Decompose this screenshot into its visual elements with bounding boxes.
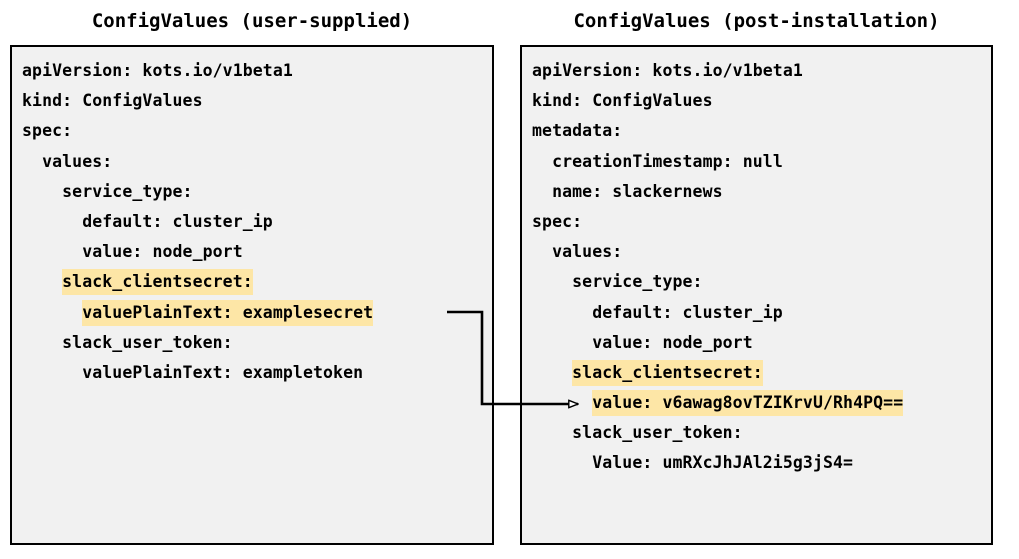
code-indent [532,182,552,201]
right-panel-title: ConfigValues (post-installation) [573,10,940,32]
code-line: slack_user_token: [532,418,987,448]
code-indent [532,333,592,352]
code-indent [532,303,592,322]
code-line: apiVersion: kots.io/v1beta1 [532,56,987,86]
code-line: slack_clientsecret: [22,267,488,297]
code-indent [22,152,42,171]
code-text: apiVersion: kots.io/v1beta1 [22,61,293,80]
code-line: apiVersion: kots.io/v1beta1 [22,56,488,86]
code-text: value: node_port [82,242,243,262]
code-line: kind: ConfigValues [22,86,488,116]
code-line: slack_clientsecret: [532,358,987,388]
code-indent [532,152,552,171]
right-config-panel: apiVersion: kots.io/v1beta1 kind: ConfigV… [520,45,993,545]
code-indent [22,303,82,322]
code-line: name: slackernews [532,177,987,207]
code-line: spec: [22,116,488,146]
code-text: spec: [532,211,583,231]
code-indent [22,212,82,231]
code-text-highlighted: value: v6awag8ovTZIKrvU/Rh4PQ== [592,393,904,413]
code-text: value: node_port [592,332,753,352]
code-text: values: [42,151,113,171]
code-indent [532,393,592,412]
code-line: service_type: [532,267,987,297]
code-indent [22,242,82,261]
code-text: name: slackernews [552,181,723,201]
code-line: default: cluster_ip [22,207,488,237]
code-line: valuePlainText: exampletoken [22,358,488,388]
code-text: Value: umRXcJhJAl2i5g3jS4= [592,453,854,473]
code-text: values: [552,242,623,262]
code-text-highlighted: valuePlainText: examplesecret [82,302,374,322]
code-line: service_type: [22,177,488,207]
right-yaml-code-block: apiVersion: kots.io/v1beta1 kind: ConfigV… [532,56,987,479]
code-line: value: node_port [22,237,488,267]
code-text: kind: ConfigValues [22,91,203,111]
code-line: valuePlainText: examplesecret [22,298,488,328]
code-line: default: cluster_ip [532,298,987,328]
code-text: valuePlainText: exampletoken [82,362,364,382]
code-text: default: cluster_ip [82,211,273,231]
code-indent [22,272,62,291]
code-indent [532,363,572,382]
code-line: kind: ConfigValues [532,86,987,116]
code-indent [22,333,62,352]
code-line: Value: umRXcJhJAl2i5g3jS4= [532,448,987,478]
code-text: spec: [22,121,73,141]
code-indent [532,423,572,442]
code-indent [532,272,572,291]
code-text: default: cluster_ip [592,302,783,322]
code-indent [532,242,552,261]
code-line: value: node_port [532,328,987,358]
code-text: apiVersion: kots.io/v1beta1 [532,61,803,80]
code-line: metadata: [532,116,987,146]
code-text: kind: ConfigValues [532,91,713,111]
code-indent [22,182,62,201]
code-text: service_type: [572,272,703,292]
left-yaml-code-block: apiVersion: kots.io/v1beta1 kind: ConfigV… [22,56,488,388]
code-text-highlighted: slack_clientsecret: [572,362,763,382]
code-text: service_type: [62,181,193,201]
left-panel-title: ConfigValues (user-supplied) [91,10,413,32]
code-text: slack_user_token: [572,423,743,443]
code-line: values: [22,147,488,177]
code-line: creationTimestamp: null [532,147,987,177]
code-text-highlighted: slack_clientsecret: [62,272,253,292]
code-text: creationTimestamp: null [552,151,783,171]
code-text: metadata: [532,121,623,141]
code-indent [532,453,592,472]
code-line: values: [532,237,987,267]
code-line: slack_user_token: [22,328,488,358]
code-line: value: v6awag8ovTZIKrvU/Rh4PQ== [532,388,987,418]
code-line: spec: [532,207,987,237]
code-indent [22,363,82,382]
left-config-panel: apiVersion: kots.io/v1beta1 kind: ConfigV… [10,45,494,545]
code-text: slack_user_token: [62,332,233,352]
